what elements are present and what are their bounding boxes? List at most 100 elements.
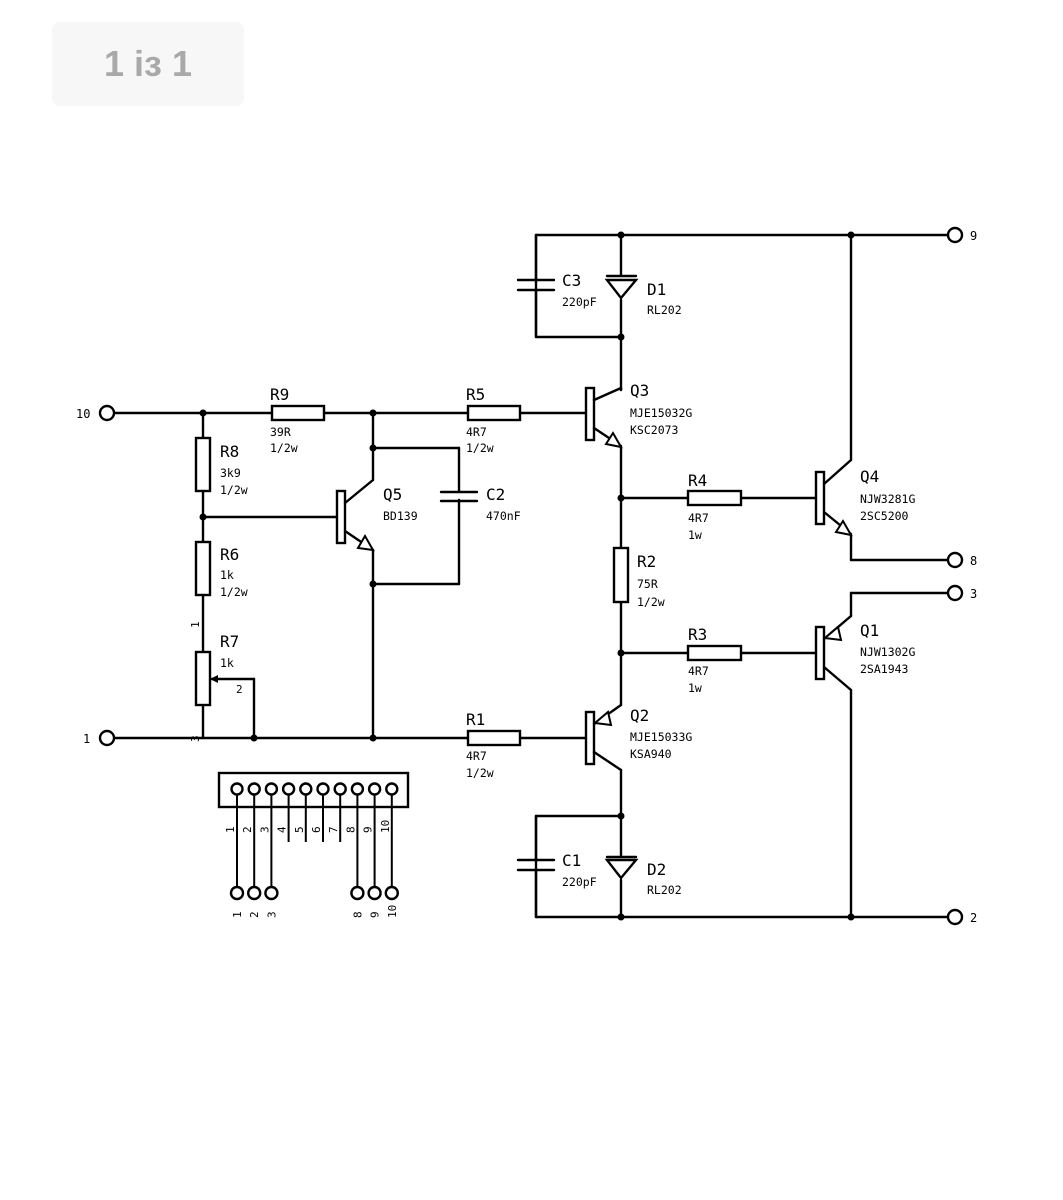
q4-ref: Q4 [860,467,879,486]
transistor-q4: Q4 NJW3281G 2SC5200 [814,458,915,537]
capacitor-c3: C3 220pF [516,271,597,339]
connector-pin-6-label: 6 [310,826,323,833]
d2-ref: D2 [647,860,666,879]
r3-power: 1w [688,681,702,695]
connector-pin-8-label: 8 [344,826,357,833]
resistor-r9: R9 39R 1/2w [270,385,326,455]
q2-part: MJE15033G [630,730,692,744]
connector-bottom-label-2: 2 [248,911,261,918]
resistor-r2: R2 75R 1/2w [612,546,665,609]
connector-pin-7-label: 7 [327,826,340,833]
connector-pin-10-label: 10 [379,820,392,833]
terminal-10: 10 [76,404,116,422]
capacitor-c1: C1 220pF [516,814,597,919]
junction-dots [199,231,855,921]
connector-pin-4 [281,782,296,796]
diode-d1: D1 RL202 [604,274,682,317]
c3-value: 220pF [562,295,597,309]
r3-value: 4R7 [688,664,709,678]
r7-value: 1k [220,656,234,670]
connector-bottom-label-10: 10 [386,905,399,918]
connector-pin-1-label: 1 [224,826,237,833]
terminal-2-label: 2 [970,911,977,925]
connector-pin-2-end [246,885,262,901]
r1-value: 4R7 [466,749,487,763]
terminal-8-label: 8 [970,554,977,568]
capacitor-c2: C2 470nF [439,485,521,523]
potentiometer-r7: R7 1k 1 2 3 [189,621,243,742]
terminal-1-label: 1 [83,732,90,746]
connector-pin-5 [299,782,313,796]
connector-pin-9-label: 9 [362,826,375,833]
r5-power: 1/2w [466,441,494,455]
connector-pin-5-label: 5 [293,826,306,833]
r5-value: 4R7 [466,425,487,439]
c2-value: 470nF [486,509,521,523]
connector-bottom-label-9: 9 [369,911,382,918]
q1-ref: Q1 [860,621,879,640]
connector-pin-2 [247,782,261,796]
r8-ref: R8 [220,442,239,461]
connector-pin-10-end [384,885,399,901]
resistor-r6: R6 1k 1/2w [194,540,248,599]
terminal-3-label: 3 [970,587,977,601]
connector-bottom-label-8: 8 [351,911,364,918]
resistor-r4: R4 4R7 1w [686,471,743,542]
connector-pin-1-end [229,885,245,901]
connector-pin-7 [333,782,347,796]
r4-power: 1w [688,528,702,542]
q1-alt: 2SA1943 [860,662,909,676]
d1-value: RL202 [647,303,682,317]
terminal-8: 8 [946,551,977,569]
r6-power: 1/2w [220,585,248,599]
transistor-q2: Q2 MJE15033G KSA940 [584,703,692,772]
r6-value: 1k [220,568,234,582]
connector-pin-3-label: 3 [258,826,271,833]
r3-ref: R3 [688,625,707,644]
diode-d2: D2 RL202 [604,855,682,897]
r1-power: 1/2w [466,766,494,780]
q1-part: NJW1302G [860,645,915,659]
resistor-r3: R3 4R7 1w [686,625,743,695]
r9-ref: R9 [270,385,289,404]
r2-value: 75R [637,577,658,591]
r4-value: 4R7 [688,511,709,525]
r1-ref: R1 [466,710,485,729]
connector-pin-9-end [367,885,382,901]
q2-ref: Q2 [630,706,649,725]
connector-pin-1 [230,782,244,796]
resistor-r8: R8 3k9 1/2w [194,436,248,497]
connector-pin-6 [316,782,330,796]
connector-pin-2-label: 2 [241,826,254,833]
q3-ref: Q3 [630,381,649,400]
q4-alt: 2SC5200 [860,509,909,523]
r7-pin1: 1 [189,621,202,628]
terminal-10-label: 10 [76,407,90,421]
wires [112,233,951,919]
transistor-q1: Q1 NJW1302G 2SA1943 [814,614,915,692]
connector-pin-8 [350,782,365,796]
transistor-q5: Q5 BD139 [335,478,418,552]
connector-pin-10 [385,782,399,796]
connector-pin-3-end [264,885,279,901]
r5-ref: R5 [466,385,485,404]
terminal-9-label: 9 [970,229,977,243]
c2-ref: C2 [486,485,505,504]
r4-ref: R4 [688,471,707,490]
connector-pin-8-end [350,885,365,901]
c3-ref: C3 [562,271,581,290]
q3-part: MJE15032G [630,406,692,420]
c1-ref: C1 [562,851,581,870]
q3-alt: KSC2073 [630,423,679,437]
d2-value: RL202 [647,883,682,897]
transistor-q3: Q3 MJE15032G KSC2073 [584,381,692,449]
r8-value: 3k9 [220,466,241,480]
r9-power: 1/2w [270,441,298,455]
r6-ref: R6 [220,545,239,564]
terminal-9: 9 [946,226,977,244]
page-counter: 1 із 1 [52,22,244,106]
d1-ref: D1 [647,280,666,299]
